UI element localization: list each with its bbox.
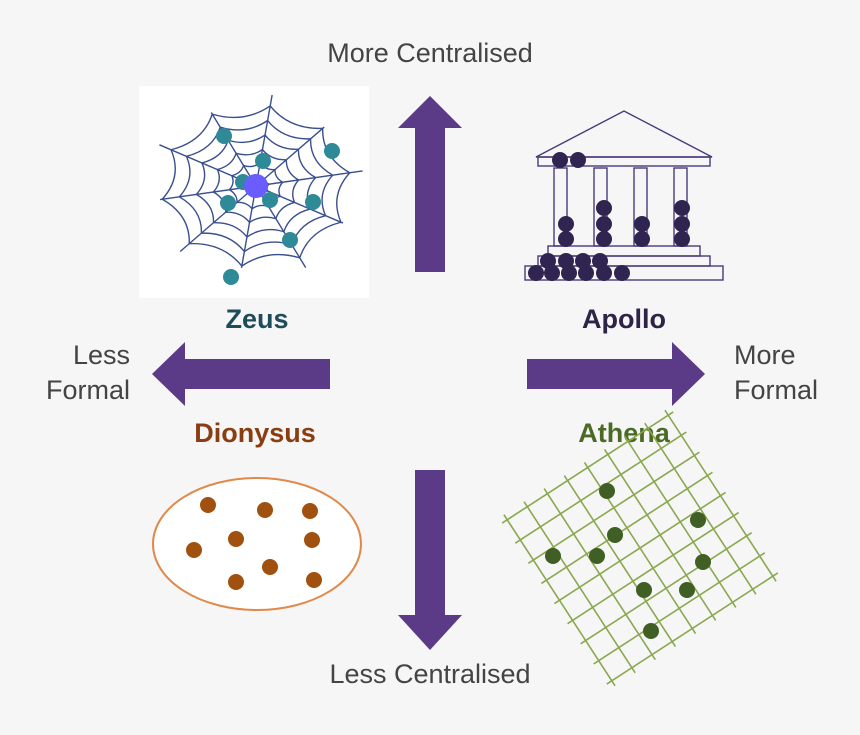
athena-grid-icon <box>501 409 779 687</box>
quadrant-name-zeus: Zeus <box>225 304 289 334</box>
axis-label-more-formal-line1: More <box>734 340 796 370</box>
dionysus-cluster-icon <box>152 477 362 611</box>
axis-label-more-centralised: More Centralised <box>327 38 533 68</box>
axis-label-more-formal: More Formal <box>734 338 844 408</box>
apollo-temple-icon <box>524 110 724 281</box>
axis-label-less-formal-line2: Formal <box>45 375 130 405</box>
arrow-up <box>398 96 462 272</box>
axis-label-less-formal-line1: Less <box>72 340 130 370</box>
quadrant-name-apollo: Apollo <box>582 304 666 334</box>
arrow-right <box>527 342 705 406</box>
zeus-spider-web-icon <box>139 86 369 298</box>
axis-label-less-formal: Less Formal <box>20 338 130 408</box>
arrow-down <box>398 470 462 650</box>
arrows <box>152 96 705 650</box>
axis-label-more-formal-line2: Formal <box>734 375 819 405</box>
arrow-left <box>152 342 330 406</box>
quadrant-name-dionysus: Dionysus <box>194 418 316 448</box>
axis-label-less-centralised: Less Centralised <box>329 659 531 689</box>
